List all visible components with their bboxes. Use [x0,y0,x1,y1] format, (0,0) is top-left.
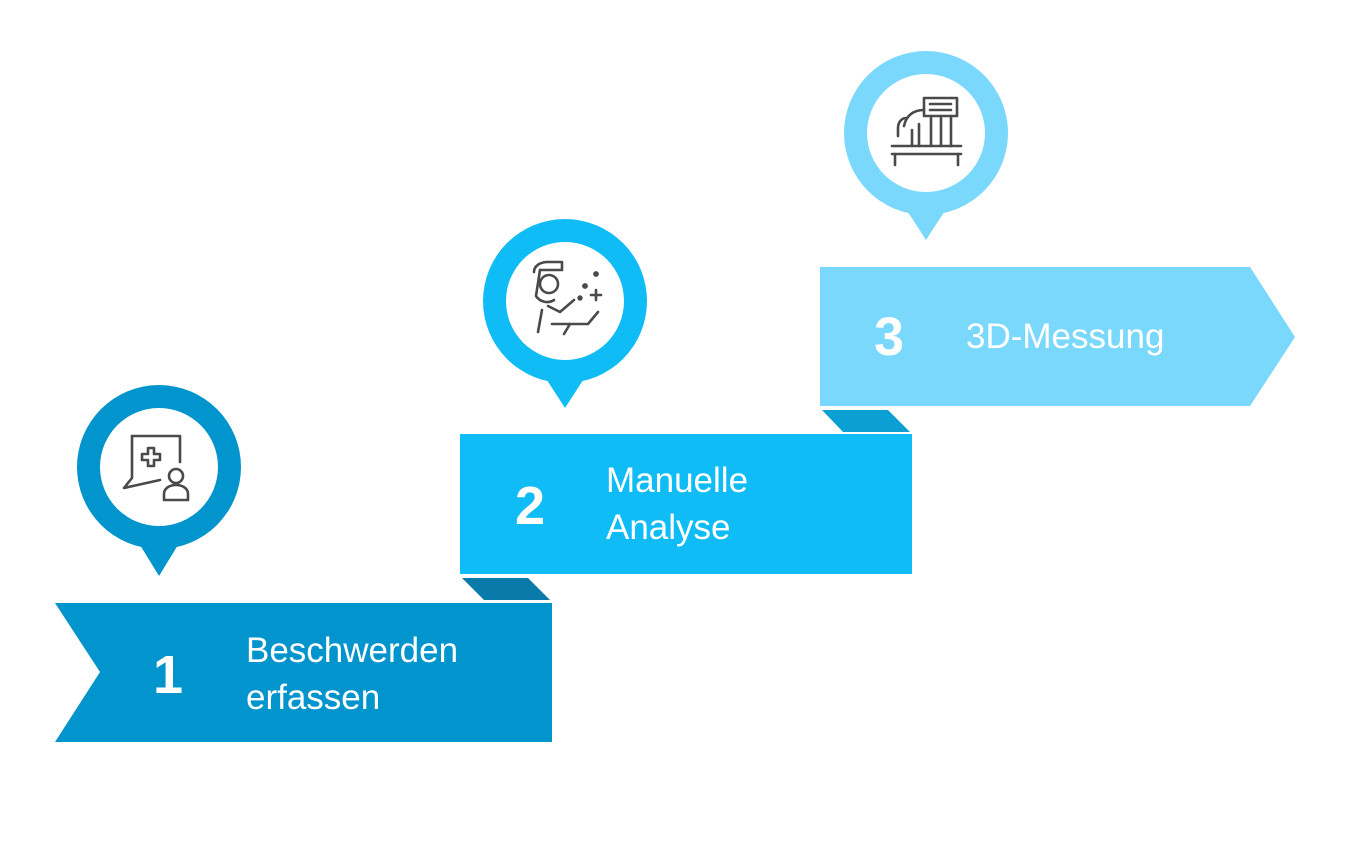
step-3-number: 3 [874,307,904,367]
step-2-banner [460,434,912,574]
step-1-banner [55,603,552,742]
step-2-pin [483,219,647,408]
step-1-number: 1 [153,645,183,705]
step-3-pin [844,51,1008,240]
step-1-label-line2: erfassen [246,678,380,717]
step-2-fold [462,578,550,600]
step-3-label: 3D-Messung [966,317,1164,356]
step-1-label-line1: Beschwerden [246,631,458,670]
step-1: 1 Beschwerden erfassen [55,385,552,742]
step-3-banner [820,267,1295,406]
step-3: 3 3D-Messung [820,51,1295,432]
step-2-label-line1: Manuelle [606,461,748,500]
step-3-fold [822,410,910,432]
step-2-label-line2: Analyse [606,508,731,547]
step-1-pin [77,385,241,576]
3d-scanner-icon [890,96,963,167]
medical-chat-user-icon [122,434,190,502]
doctor-face-shield-icon [532,260,603,336]
step-2-number: 2 [515,476,545,536]
step-2: 2 Manuelle Analyse [460,219,912,600]
